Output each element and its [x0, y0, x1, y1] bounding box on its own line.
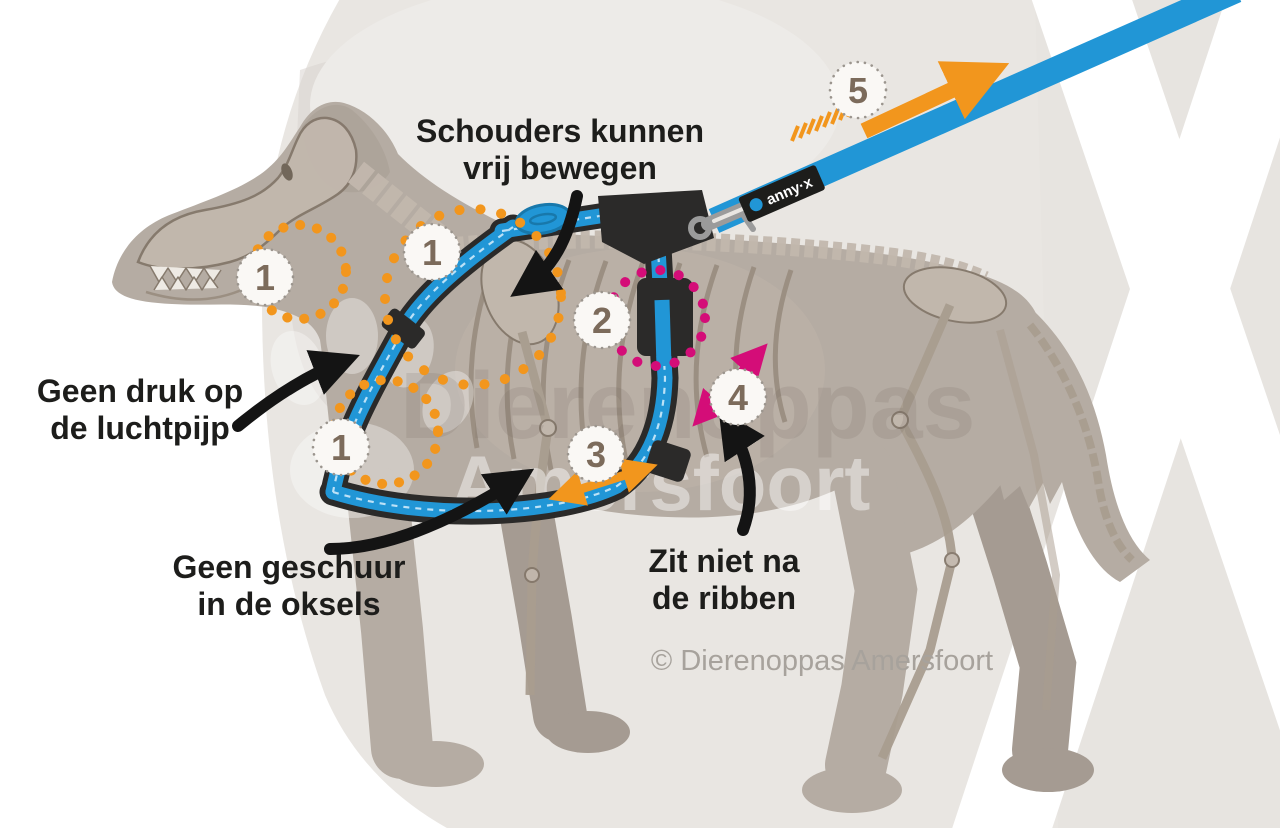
shoulder-ring [380, 204, 566, 390]
skull-eye-socket [281, 163, 293, 181]
watermark-line1: Dierenoppas [400, 353, 975, 459]
hock-joint [944, 552, 960, 568]
label-trachea-line1: Geen druk op [37, 373, 243, 409]
svg-text:3: 3 [586, 434, 606, 475]
armpits-pointer-arrow [324, 468, 535, 555]
spine [454, 230, 989, 289]
badge-2-girth: 2 [572, 290, 632, 350]
neck-strap-stitching [331, 226, 514, 493]
skull-jaw-line [145, 286, 247, 301]
badge-1-trachea: 1 [235, 247, 295, 307]
background-light-bubble [310, 0, 840, 230]
svg-text:5: 5 [848, 70, 868, 111]
pelvis-bone [902, 266, 1008, 324]
dog-far-hind-paw [1002, 748, 1094, 792]
dog-near-hind-paw [802, 767, 902, 813]
label-shoulders-line2: vrij bewegen [463, 150, 657, 186]
label-armpits-line2: in de oksels [197, 586, 380, 622]
label-armpits-line1: Geen geschuur [173, 549, 406, 585]
annotation-labels: Schouders kunnen vrij bewegen Geen druk … [37, 113, 993, 677]
dog-far-front-paw [546, 711, 630, 753]
front-wrist-joint [524, 567, 540, 583]
girth-adjuster-strap [654, 299, 672, 367]
harness-handle-hole [528, 212, 558, 226]
knee-joint [891, 411, 909, 429]
svg-text:2: 2 [592, 300, 612, 341]
badge-4-ribs: 4 [708, 367, 768, 427]
label-ribs-line1: Zit niet na [648, 543, 799, 579]
label-ribs-line2: de ribben [652, 580, 796, 616]
harness-junction-patch [598, 190, 714, 264]
label-shoulders-line1: Schouders kunnen [416, 113, 704, 149]
svg-text:1: 1 [422, 232, 442, 273]
copyright-text: © Dierenoppas Amersfoort [651, 645, 993, 677]
trachea-ring [247, 220, 351, 324]
badge-1-shoulder: 1 [402, 222, 462, 282]
badge-1-chest: 1 [311, 417, 371, 477]
dog-near-front-paw [388, 741, 484, 787]
svg-text:1: 1 [331, 427, 351, 468]
skull-lower-teeth [153, 276, 219, 291]
svg-text:4: 4 [728, 377, 748, 418]
chest-ring [329, 375, 443, 489]
far-hind-leg-bones [996, 328, 1061, 711]
leash-brand-label: anny·x [738, 165, 825, 222]
ribs-pointer-arrow [718, 408, 765, 536]
dog-near-hind-leg [825, 439, 918, 796]
tail-vertebrae [1026, 322, 1135, 563]
svg-text:1: 1 [255, 257, 275, 298]
belly-girth-strap-stitching [332, 209, 667, 513]
shoulders-pointer-arrow [510, 190, 583, 297]
leash-direction-arrow [860, 61, 1010, 139]
annyx-dog-logo [749, 198, 763, 212]
badge-5-leash: 5 [828, 60, 888, 120]
front-elbow-joint [539, 419, 557, 437]
badge-3-belly: 3 [566, 424, 626, 484]
label-trachea-line2: de luchtpijp [50, 410, 230, 446]
number-badges: 1 1 1 2 3 4 5 [235, 60, 888, 484]
trachea-pointer-arrow [232, 350, 360, 432]
